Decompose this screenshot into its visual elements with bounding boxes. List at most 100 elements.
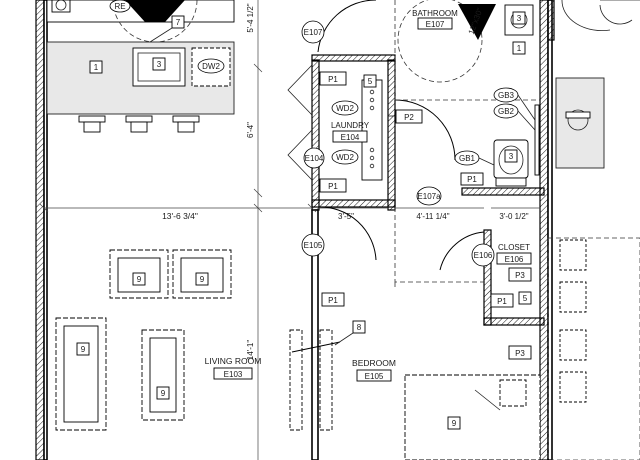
keynote-3-sink [152, 57, 166, 71]
keynote-9-bed [447, 416, 461, 430]
finish-tag-p1-closet [490, 293, 514, 308]
toilet-tank [495, 177, 527, 187]
door-tag-e106 [471, 243, 495, 267]
finish-tag-p3-bedroom [508, 345, 532, 360]
bathroom-room-number-box [417, 17, 453, 30]
armchair-right: 9 [172, 249, 232, 299]
finish-tag-p1-corridor [321, 292, 345, 307]
svg-text:GB2: GB2 [498, 107, 515, 116]
svg-text:WD2: WD2 [336, 153, 354, 162]
svg-text:3: 3 [157, 60, 162, 69]
svg-text:E106: E106 [474, 251, 493, 260]
washer-dryer-panel [361, 79, 383, 181]
svg-text:3: 3 [509, 152, 514, 161]
keynote-3-vanity [512, 11, 526, 25]
finish-tag-p1-bath [460, 172, 484, 186]
finish-tag-p1-laundry-top [319, 71, 347, 86]
door-tag-e105 [301, 233, 325, 257]
dw2-tag [197, 58, 225, 74]
sofa: 9 [55, 317, 107, 431]
laundry-room: 5 P1 P1 WD2 WD2 LAUNDRY E104 E104 [287, 64, 383, 193]
coffee-table: 9 [141, 329, 185, 421]
exterior-right [547, 0, 640, 460]
keynote-8 [352, 320, 366, 334]
svg-text:8: 8 [357, 323, 362, 332]
svg-text:E107: E107 [304, 28, 323, 37]
dimension-lines: 13'-6 3/4" 3'-5" 4'-11 1/4" 3'-0 1/2" 6'… [39, 0, 540, 460]
svg-text:P1: P1 [497, 297, 507, 306]
bedroom: 8 9 P3 BEDROOM E105 [289, 320, 541, 460]
bathroom-room-name: BATHROOM [412, 9, 458, 18]
dim-bedroom-height: 14'-1" [246, 340, 255, 361]
svg-text:7: 7 [176, 18, 181, 27]
keynote-7 [171, 15, 185, 29]
dim-laundry-height: 6'-4" [246, 122, 255, 138]
svg-text:P2: P2 [404, 113, 414, 122]
armchair-left: 9 [109, 249, 169, 299]
bar-stools [78, 115, 200, 133]
svg-text:P3: P3 [515, 349, 525, 358]
bathroom: 12"x30" BATHROOM E107 E107 P2 3 1 GB3 GB… [301, 0, 540, 206]
keynote-1-kitchen [89, 60, 103, 74]
re-tag [109, 0, 131, 13]
svg-text:P1: P1 [328, 296, 338, 305]
svg-text:P1: P1 [467, 175, 477, 184]
door-tag-e107 [301, 20, 325, 44]
dim-closet-width: 3'-0 1/2" [499, 212, 528, 221]
dim-laundry-width: 3'-5" [338, 212, 354, 221]
dresser-right [319, 329, 333, 431]
bathroom-room-number: E107 [426, 20, 445, 29]
bedroom-room-number: E105 [365, 372, 384, 381]
grab-bar-marker [458, 4, 496, 40]
svg-text:9: 9 [137, 275, 142, 284]
living-room-number-box [213, 367, 253, 380]
laundry-room-name: LAUNDRY [331, 121, 370, 130]
finish-tag-p2 [395, 109, 423, 124]
living-room: 9 9 9 9 LIVING ROOM E103 [55, 249, 262, 431]
svg-text:5: 5 [523, 294, 528, 303]
svg-text:E105: E105 [304, 241, 323, 250]
exterior-walls [35, 0, 553, 460]
grab-bar [534, 104, 540, 176]
finish-tag-p1-laundry-bottom [319, 178, 347, 193]
laundry-room-number-box [332, 130, 368, 143]
svg-text:9: 9 [161, 389, 166, 398]
interior-walls [311, 0, 555, 460]
re-tag-text: RE [114, 2, 125, 11]
dresser-left [289, 329, 303, 431]
finish-tag-p3-closet [508, 267, 532, 282]
svg-text:9: 9 [200, 275, 205, 284]
wd2-upper-tag [331, 100, 359, 116]
door-tag-e104 [303, 147, 325, 169]
living-room-number: E103 [224, 370, 243, 379]
laundry-room-number: E104 [341, 133, 360, 142]
svg-text:9: 9 [452, 419, 457, 428]
dim-bath-height: 5'-4 1/2" [246, 3, 255, 32]
keynote-1-bath [512, 41, 526, 55]
closet-room-name: CLOSET [498, 243, 530, 252]
wd2-lower-tag [331, 149, 359, 165]
svg-text:P1: P1 [328, 182, 338, 191]
closet-room-number: E106 [505, 255, 524, 264]
svg-text:WD2: WD2 [336, 104, 354, 113]
nightstand [499, 379, 527, 407]
svg-text:9: 9 [81, 345, 86, 354]
svg-text:GB1: GB1 [459, 154, 476, 163]
kitchen-area: RE 7 1 3 DW2 [46, 0, 235, 133]
door-tag-e107a [416, 186, 442, 206]
keynote-5-laundry [363, 74, 377, 88]
closet-area: E105 E106 CLOSET E106 P3 P1 5 P1 [301, 206, 532, 308]
keynote-5-closet [518, 291, 532, 305]
range-hood [125, 0, 185, 22]
closet-room-number-box [496, 252, 532, 265]
svg-text:1: 1 [94, 63, 99, 72]
svg-text:GB3: GB3 [498, 91, 515, 100]
svg-text:P1: P1 [328, 75, 338, 84]
svg-text:5: 5 [368, 77, 373, 86]
living-room-name: LIVING ROOM [205, 356, 262, 366]
svg-text:P3: P3 [515, 271, 525, 280]
exterior-fixture [555, 77, 605, 169]
dim-bath-width: 4'-11 1/4" [416, 212, 449, 221]
